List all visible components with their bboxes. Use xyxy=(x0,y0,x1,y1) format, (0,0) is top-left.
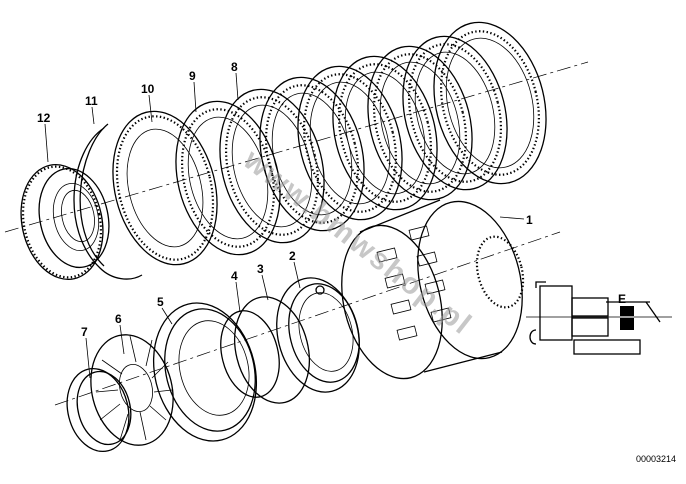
callout-5: 5 xyxy=(157,295,164,309)
inner-plate-b xyxy=(332,55,438,211)
outer-plate-b xyxy=(367,45,473,201)
inner-plate-d xyxy=(175,100,281,256)
callout-8: 8 xyxy=(231,60,238,74)
disc-spring xyxy=(90,334,174,446)
clutch-plate-stack xyxy=(175,21,547,256)
callout-6: 6 xyxy=(115,312,122,326)
callout-4: 4 xyxy=(231,269,238,283)
clutch-drum xyxy=(341,199,525,380)
piston xyxy=(276,277,360,393)
inset-cross-section xyxy=(526,281,672,355)
lower-center-axis xyxy=(54,231,561,406)
seal-plate xyxy=(152,302,258,442)
callout-11: 11 xyxy=(85,94,98,108)
upper-center-axis xyxy=(4,61,589,233)
o-ring-outer xyxy=(234,296,310,404)
outer-plate-c xyxy=(297,65,403,221)
outer-plate-a xyxy=(433,21,547,185)
callout-3: 3 xyxy=(257,262,264,276)
hub xyxy=(20,164,110,280)
leader-lines xyxy=(44,72,525,379)
callout-2: 2 xyxy=(289,249,296,263)
callout-9: 9 xyxy=(189,69,196,83)
callout-1: 1 xyxy=(526,213,533,227)
reference-number: 00003214 xyxy=(636,454,676,464)
snap-ring xyxy=(66,367,132,453)
callout-10: 10 xyxy=(141,82,155,96)
pressure-plate xyxy=(112,110,218,266)
inner-plate-c xyxy=(259,76,365,232)
callout-12: 12 xyxy=(37,111,51,125)
inset-label: E xyxy=(618,292,626,306)
o-ring-inner xyxy=(220,310,280,398)
outer-plate-d xyxy=(219,88,325,244)
callout-7: 7 xyxy=(81,325,88,339)
inner-plate-a xyxy=(402,35,508,191)
